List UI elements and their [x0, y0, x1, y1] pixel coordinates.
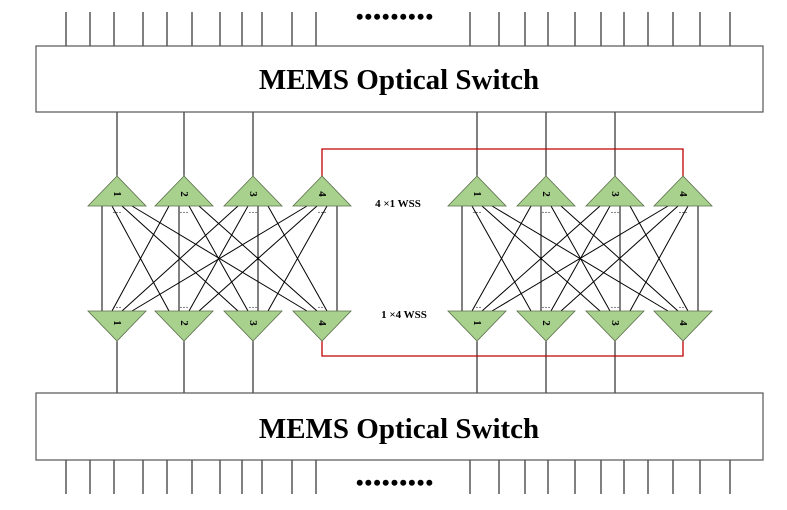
wss-1x4-label: 1 ×4 WSS — [381, 309, 427, 321]
wss-1x4-number: 2 — [540, 320, 552, 326]
wss-1x4-port-dots: … — [542, 300, 551, 310]
top-port-ellipsis: ••••••••• — [356, 4, 434, 29]
wss-4x1-port-dots: … — [180, 205, 189, 215]
wss-1x4-triangle — [585, 310, 645, 342]
wss-1x4-port-dots: … — [473, 300, 482, 310]
wss-4x1-triangle — [585, 175, 645, 207]
wss-4x1-triangle — [447, 175, 507, 207]
bottom-port-ellipsis: ••••••••• — [356, 470, 434, 495]
wss-4x1-number: 3 — [609, 191, 621, 197]
wss-4x1-number: 1 — [111, 191, 123, 197]
wss-4x1-triangle — [292, 175, 352, 207]
top-fiber-ports — [65, 12, 731, 46]
wss-crossbar-link — [111, 205, 170, 312]
wss-1x4-port-dots: … — [180, 300, 189, 310]
wss-4x1-port-dots: … — [611, 205, 620, 215]
wss-crossbar-link — [491, 205, 669, 312]
wss-1x4-number: 1 — [111, 320, 123, 326]
wss-crossbar-link — [188, 205, 249, 312]
wss-4x1-unit: 1… — [447, 175, 507, 215]
wss-4x1-triangle — [87, 175, 147, 207]
wss-1x4-triangle — [223, 310, 283, 342]
wss-1x4-triangle — [154, 310, 214, 342]
wss-4x1-port-dots: … — [249, 205, 258, 215]
wss-4x1-triangle — [154, 175, 214, 207]
wss-1x4-triangle — [87, 310, 147, 342]
wss-crossbar-link — [121, 205, 239, 312]
wss-4x1-unit: 2… — [154, 175, 214, 215]
top-mems-switch — [35, 45, 764, 113]
wss-4x1-label: 4 ×1 WSS — [375, 198, 421, 210]
wss-4x1-number: 4 — [316, 191, 328, 197]
wss-interconnect — [101, 205, 699, 312]
wss-1x4-number: 4 — [677, 320, 689, 326]
wss-crossbar-link — [471, 205, 532, 312]
wss-4x1-number: 1 — [471, 191, 483, 197]
wss-crossbar-link — [481, 205, 601, 312]
switch-to-wss-links — [116, 112, 616, 393]
wss-4x1-number: 2 — [178, 191, 190, 197]
wss-4x1-number: 4 — [677, 191, 689, 197]
bottom-mems-switch-label: MEMS Optical Switch — [259, 413, 539, 445]
wss-1x4-number: 3 — [609, 320, 621, 326]
wss-1x4-unit: 2… — [516, 300, 576, 342]
wss-4x1-number: 2 — [540, 191, 552, 197]
wss-4x1-unit: 4… — [292, 175, 352, 215]
wss-4x1-triangle — [516, 175, 576, 207]
wss-crossbar-link — [198, 205, 318, 312]
wss-4x1-triangle — [223, 175, 283, 207]
wss-1x4-unit: 4… — [653, 300, 713, 342]
wss-1x4-number: 3 — [247, 320, 259, 326]
wss-4x1-number: 3 — [247, 191, 259, 197]
wss-1x4-number: 2 — [178, 320, 190, 326]
wss-4x1-unit: 4… — [653, 175, 713, 215]
wss-1x4-unit: 3… — [585, 300, 645, 342]
wss-1x4-unit: 1… — [87, 300, 147, 342]
wss-units: 1…1…2…2…3…3…4…4…1…1…2…2…3…3…4…4… — [87, 175, 713, 342]
wss-1x4-triangle — [653, 310, 713, 342]
wss-1x4-port-dots: … — [113, 300, 122, 310]
wss-crossbar-link — [131, 205, 308, 312]
wss-4x1-triangle — [653, 175, 713, 207]
wss-1x4-port-dots: … — [249, 300, 258, 310]
wss-4x1-unit: 3… — [585, 175, 645, 215]
wss-1x4-triangle — [447, 310, 507, 342]
wss-4x1-port-dots: … — [113, 205, 122, 215]
wss-4x1-port-dots: … — [542, 205, 551, 215]
wss-1x4-triangle — [292, 310, 352, 342]
wss-1x4-port-dots: … — [318, 300, 327, 310]
wss-crossbar-link — [560, 205, 679, 312]
wss-4x1-unit: 1… — [87, 175, 147, 215]
wss-1x4-port-dots: … — [611, 300, 620, 310]
wss-4x1-port-dots: … — [679, 205, 688, 215]
wss-1x4-unit: 2… — [154, 300, 214, 342]
wss-4x1-port-dots: … — [473, 205, 482, 215]
bottom-fiber-ports — [65, 460, 731, 494]
wss-1x4-unit: 3… — [223, 300, 283, 342]
wss-1x4-number: 4 — [316, 320, 328, 326]
wss-4x1-port-dots: … — [318, 205, 327, 215]
wss-1x4-number: 1 — [471, 320, 483, 326]
top-mems-switch-label: MEMS Optical Switch — [259, 64, 539, 96]
top-loop-link — [321, 148, 684, 191]
bottom-mems-switch — [35, 392, 764, 461]
wss-4x1-unit: 2… — [516, 175, 576, 215]
wss-1x4-unit: 1… — [447, 300, 507, 342]
wss-crossbar-link — [267, 205, 328, 312]
wss-4x1-unit: 3… — [223, 175, 283, 215]
wss-1x4-port-dots: … — [679, 300, 688, 310]
wss-1x4-triangle — [516, 310, 576, 342]
wss-crossbar-link — [629, 205, 689, 312]
wss-1x4-unit: 4… — [292, 300, 352, 342]
bottom-loop-link — [321, 333, 684, 357]
